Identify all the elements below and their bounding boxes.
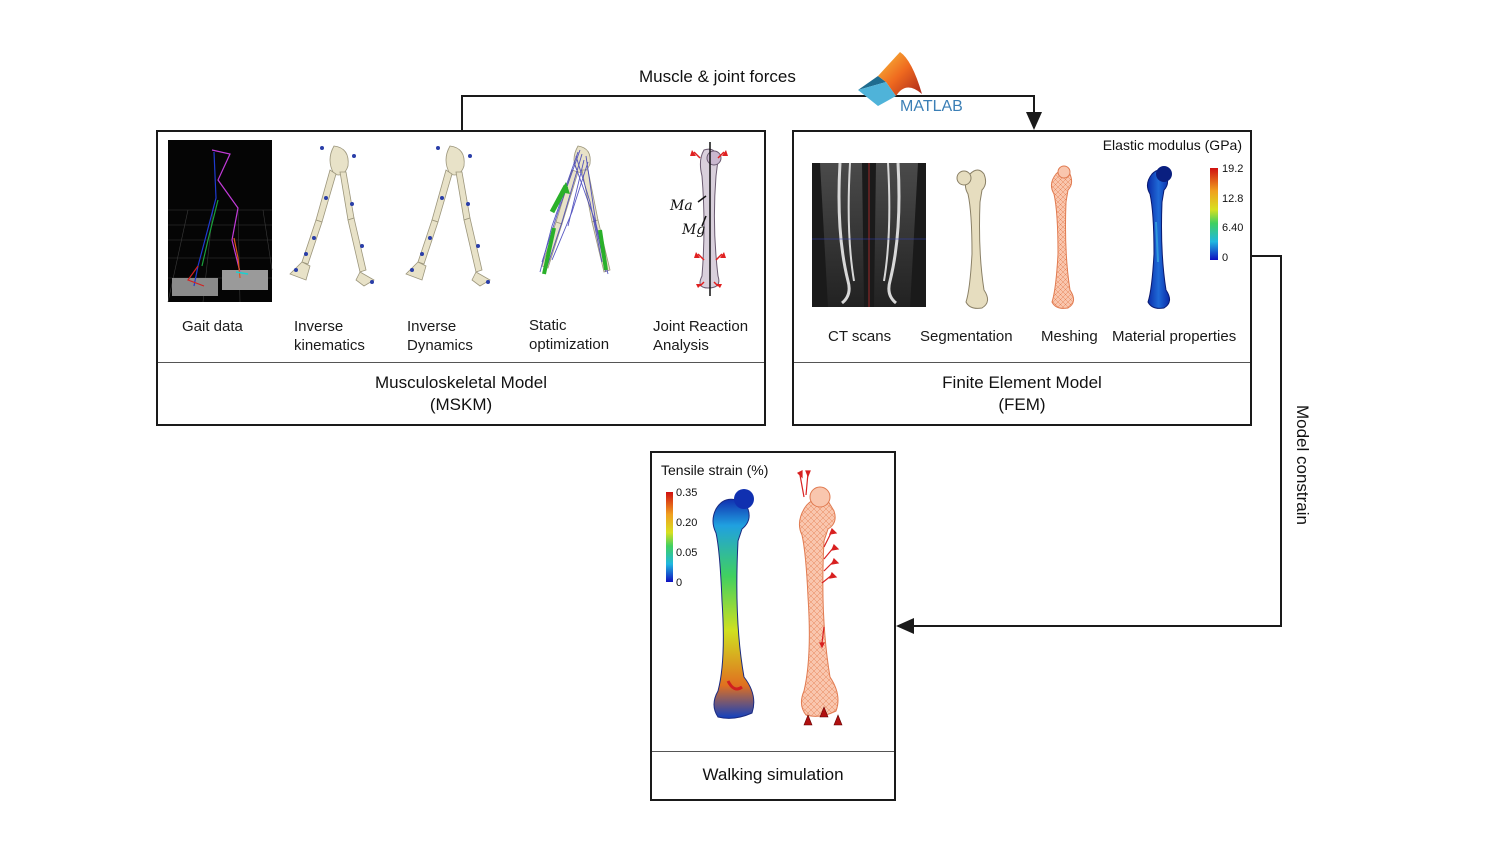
step-caption-segmentation: Segmentation bbox=[920, 328, 1013, 345]
fem-tick-min: 0 bbox=[1222, 252, 1229, 264]
material-properties-image bbox=[1146, 166, 1172, 309]
step-caption-ct-scans: CT scans bbox=[828, 328, 892, 345]
ct-scan-image bbox=[812, 162, 926, 307]
moment-label-mg: Mg bbox=[682, 222, 706, 238]
step-caption-gait-data: Gait data bbox=[182, 318, 243, 335]
moment-label-ma: Ma bbox=[670, 198, 693, 214]
mskm-title: Musculoskeletal Model(MSKM) bbox=[375, 373, 547, 414]
strain-femur-image bbox=[712, 489, 755, 719]
top-connector-arrow bbox=[461, 95, 1042, 131]
sim-colorbar-title: Tensile strain (%) bbox=[661, 462, 769, 478]
inverse-dynamics-image bbox=[405, 145, 491, 287]
fem-tick-3: 6.40 bbox=[1222, 222, 1244, 234]
fem-title: Finite Element Model(FEM) bbox=[942, 373, 1102, 414]
loaded-mesh-femur-image bbox=[796, 470, 843, 726]
sim-tick-min: 0 bbox=[676, 577, 683, 589]
static-optimization-image bbox=[539, 145, 611, 275]
gait-data-image bbox=[167, 140, 273, 303]
walking-simulation-panel: Tensile strain (%) 0.35 0.20 0.05 0 bbox=[650, 451, 896, 801]
step-caption-meshing: Meshing bbox=[1041, 328, 1098, 345]
top-arrow-label: Muscle & joint forces bbox=[639, 67, 796, 86]
fem-tick-2: 12.8 bbox=[1222, 193, 1244, 205]
inverse-kinematics-image bbox=[289, 145, 375, 287]
step-caption-material-properties: Material properties bbox=[1112, 328, 1237, 345]
matlab-logo-text: MATLAB bbox=[900, 98, 963, 115]
sim-colorbar bbox=[666, 492, 673, 582]
sim-tick-3: 0.05 bbox=[676, 547, 698, 559]
fem-tick-max: 19.2 bbox=[1222, 163, 1244, 175]
joint-reaction-analysis-image bbox=[690, 142, 728, 296]
sim-divider bbox=[652, 751, 894, 752]
fem-divider bbox=[794, 362, 1250, 363]
fem-panel: Elastic modulus (GPa) bbox=[792, 130, 1252, 426]
sim-title: Walking simulation bbox=[702, 765, 844, 784]
sim-tick-max: 0.35 bbox=[676, 487, 698, 499]
side-arrow-label: Model constrain bbox=[1293, 404, 1312, 525]
meshing-image bbox=[1050, 165, 1074, 309]
fem-colorbar-title: Elastic modulus (GPa) bbox=[1102, 137, 1242, 153]
matlab-logo-icon bbox=[858, 52, 922, 106]
segmentation-image bbox=[956, 169, 988, 309]
mskm-divider bbox=[158, 362, 764, 363]
fem-colorbar bbox=[1210, 168, 1218, 260]
sim-tick-2: 0.20 bbox=[676, 517, 698, 529]
side-connector-arrow bbox=[896, 255, 1282, 634]
